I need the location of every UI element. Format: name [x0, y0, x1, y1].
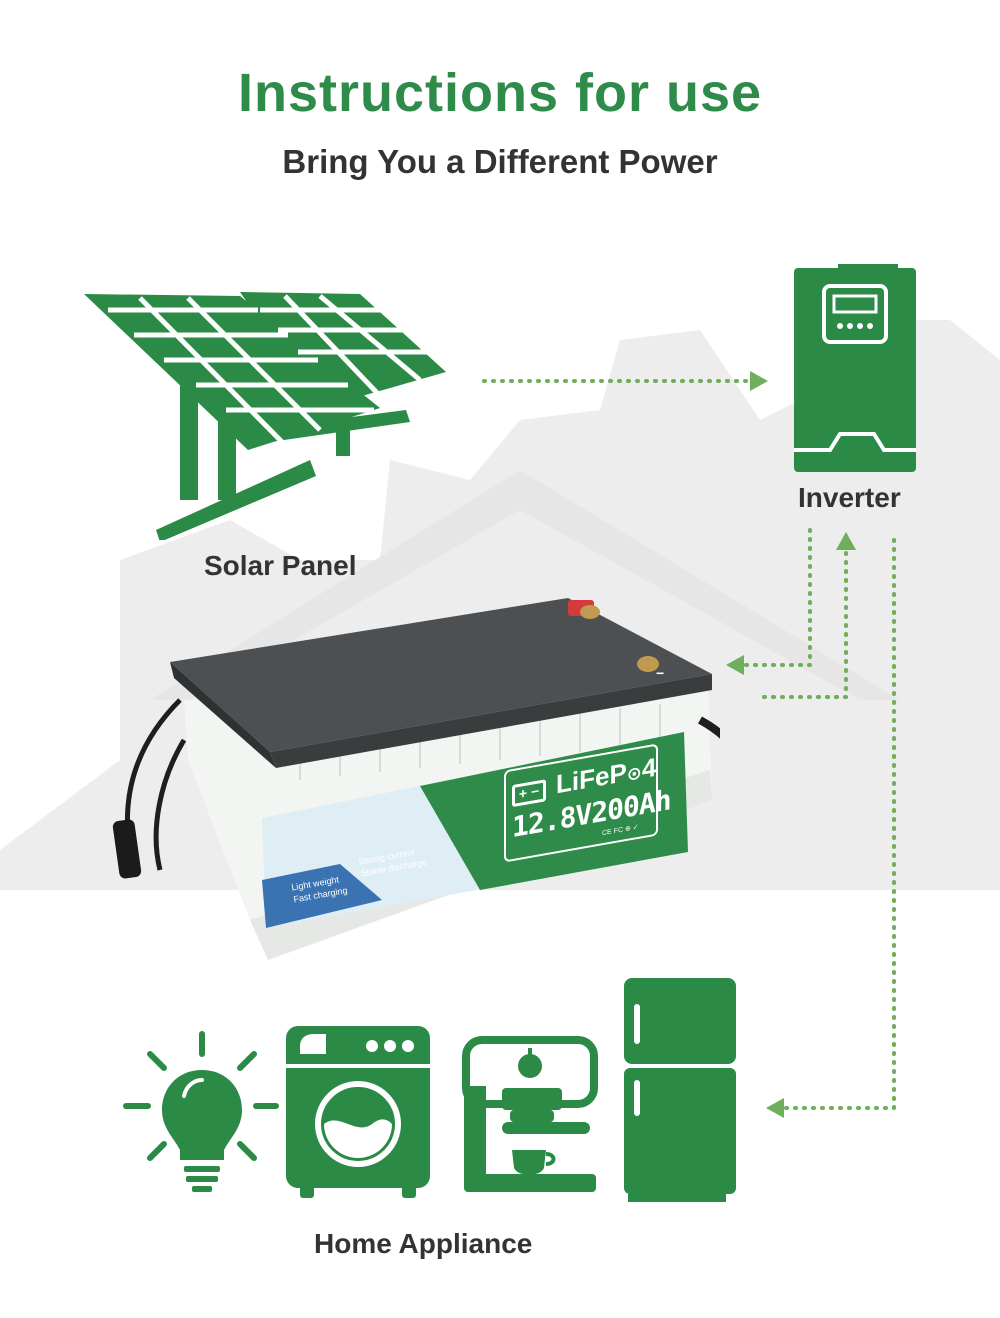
arrow-inverter-to-battery: [740, 528, 812, 667]
solar-panel-icon: [84, 292, 446, 540]
solar-panel-label: Solar Panel: [204, 550, 357, 581]
page-title: Instructions for use: [237, 63, 763, 123]
battery-illustration: [112, 598, 720, 960]
battery-icon: + −: [512, 779, 546, 808]
home-appliance-label: Home Appliance: [314, 1228, 533, 1259]
refrigerator-icon: [624, 978, 736, 1202]
inverter-label: Inverter: [798, 482, 901, 513]
light-bulb-icon: [123, 1031, 279, 1192]
washing-machine-icon: [286, 1026, 430, 1198]
arrow-inverter-to-appliances: [782, 538, 896, 1110]
battery-negative-terminal-mark: −: [656, 665, 665, 681]
inverter-icon: [794, 264, 916, 472]
arrow-battery-to-inverter: [762, 546, 848, 699]
coffee-machine-icon: [462, 1036, 598, 1192]
page-subtitle: Bring You a Different Power: [282, 143, 718, 180]
